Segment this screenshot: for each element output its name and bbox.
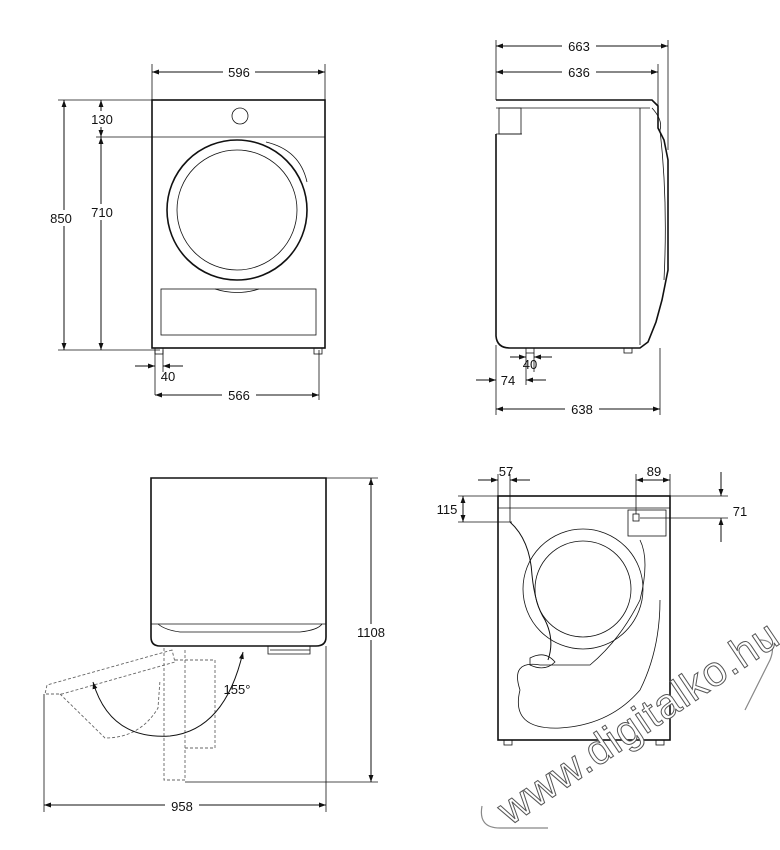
side-cabinet-outline xyxy=(495,99,669,349)
watermark-text: www.digitalko.hu xyxy=(488,611,780,834)
dim-back-left-drop: 115 xyxy=(437,502,458,517)
door-handle xyxy=(265,141,308,183)
top-cabinet-outline xyxy=(150,477,327,647)
side-door-profile xyxy=(651,107,666,281)
back-air-duct xyxy=(517,539,646,691)
program-knob-icon xyxy=(231,107,249,125)
watermark: www.digitalko.hu xyxy=(480,610,780,835)
dim-back-left-offset: 57 xyxy=(499,464,513,479)
dim-side-foot-inset: 40 xyxy=(523,357,537,372)
water-container-drawer xyxy=(160,288,317,336)
dim-front-foot-span: 566 xyxy=(228,388,250,403)
door-swing-dashed xyxy=(163,648,186,781)
dim-side-foot-span: 638 xyxy=(571,402,593,417)
back-cabinet-outline xyxy=(497,495,671,741)
dim-door-angle: 155° xyxy=(224,682,251,697)
dim-open-width: 958 xyxy=(171,799,193,814)
power-cord xyxy=(509,521,552,661)
front-view: 596 850 130 710 40 566 xyxy=(48,64,326,404)
door-outer-ring xyxy=(166,139,308,281)
front-foot-left xyxy=(154,347,164,355)
dim-back-right-offset: 89 xyxy=(647,464,661,479)
door-glass xyxy=(176,149,298,271)
door-open-view: 155° 1108 958 xyxy=(43,477,389,814)
opened-door-dashed xyxy=(44,649,176,695)
dim-top-panel: 130 xyxy=(91,112,113,127)
dim-open-depth: 1108 xyxy=(357,625,385,640)
dim-side-depth-body: 636 xyxy=(568,65,590,80)
front-cabinet-outline xyxy=(151,99,326,349)
back-outlet-box xyxy=(627,509,667,537)
dim-front-width: 596 xyxy=(228,65,250,80)
door-angle-arc xyxy=(92,651,244,737)
drawer-handle xyxy=(214,288,260,293)
dim-side-foot-offset: 74 xyxy=(501,373,515,388)
drain-outlet-icon xyxy=(632,513,640,522)
side-foot-rear xyxy=(623,347,633,354)
back-view: 57 89 115 71 xyxy=(437,464,747,746)
dim-back-right-drop: 71 xyxy=(733,504,747,519)
side-view: 663 636 40 74 638 xyxy=(476,38,669,418)
dim-side-depth-total: 663 xyxy=(568,39,590,54)
dim-door-height: 710 xyxy=(91,205,113,220)
side-top-box xyxy=(498,107,522,135)
front-foot-right xyxy=(313,347,323,355)
dim-front-height: 850 xyxy=(50,211,72,226)
side-foot-front xyxy=(525,347,535,354)
dim-front-foot-inset: 40 xyxy=(161,369,175,384)
cord-plug xyxy=(529,654,556,669)
